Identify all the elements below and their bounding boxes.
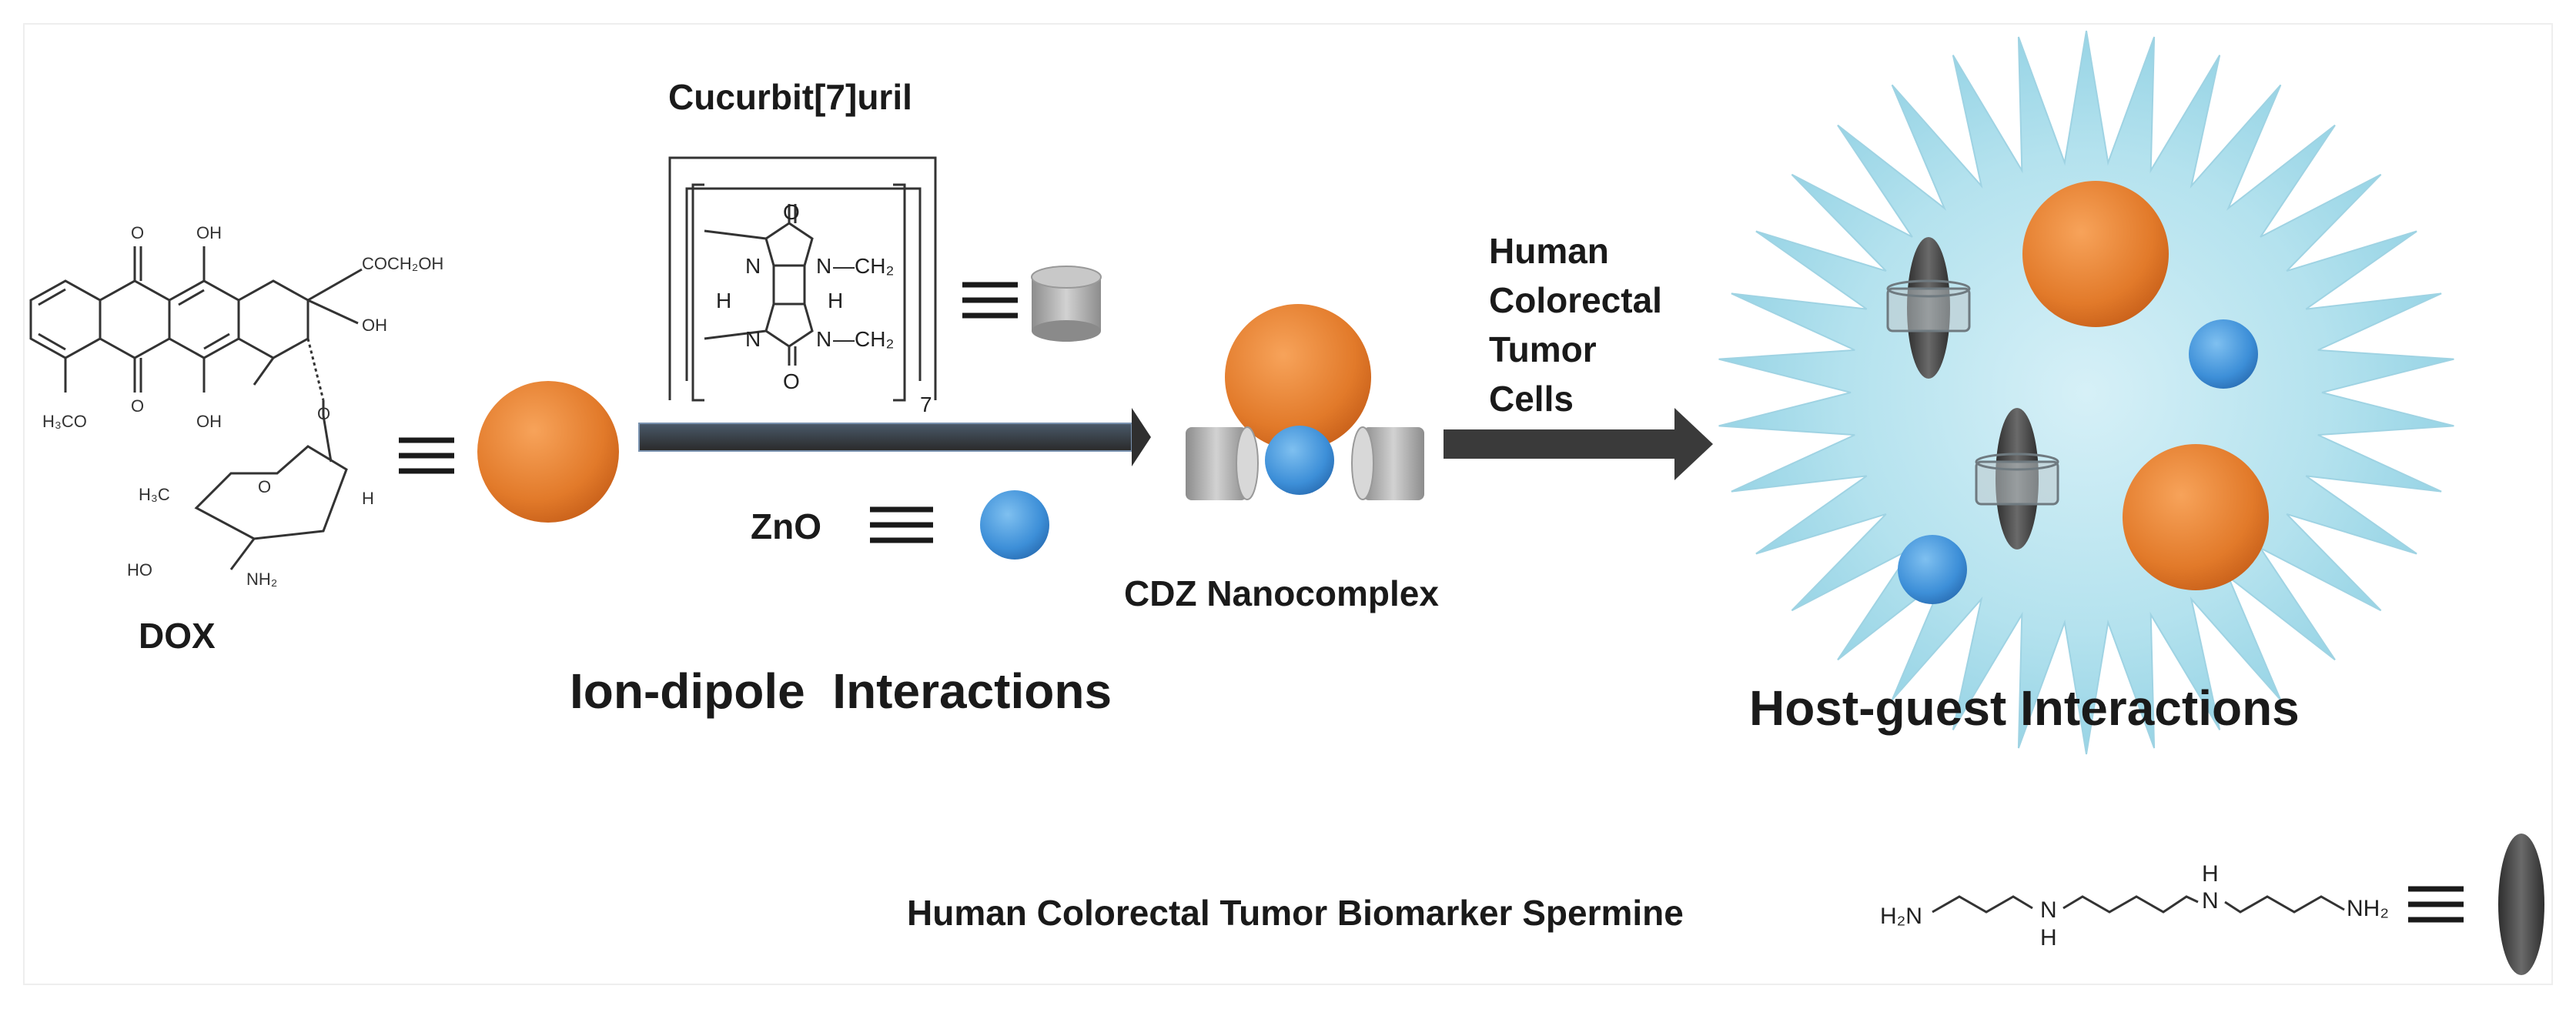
zno-sphere [980,490,1049,560]
cells-label-line-4: Cells [1489,379,1574,419]
cb7-cylinder-icon [1031,266,1102,342]
spermine-in-cb7 [1975,408,2059,550]
dox-oh-1: OH [196,223,222,242]
cells-label-line-3: Tumor [1489,329,1597,369]
spermine-h-top: H [2202,861,2219,887]
spermine-atom-labels: H₂N N H H N NH₂ [1880,861,2389,951]
arrow-icon [1444,408,1713,480]
dox-o-bottom: O [131,396,144,416]
dox-oh-2: OH [362,316,387,335]
dox-oh-3: OH [196,412,222,431]
spermine-n-top: N [2202,888,2219,914]
zno-label: ZnO [751,506,821,546]
dox-o-top: O [131,223,144,242]
cells-label-line-1: Human [1489,231,1609,271]
dox-cooh: COCH₂OH [362,254,443,273]
cb7-o-bottom: O [783,369,800,393]
dox-ho: HO [127,560,152,580]
equivalence-icon [962,282,1018,319]
cells-label-line-2: Colorectal [1489,280,1662,320]
tumor-cell [1718,30,2454,755]
spermine-h2n: H₂N [1880,904,1922,929]
spermine-nh2: NH₂ [2347,896,2389,921]
dox-o-sugar: O [258,477,271,496]
cb7-h1: H [716,289,731,312]
dox-label: DOX [139,616,216,656]
figure-frame [23,23,2553,985]
dox-h3co: H₃CO [42,412,87,431]
equivalence-icon [870,506,933,543]
spermine-n-bottom: N [2040,897,2057,923]
cb7-ch2-top: —CH₂ [833,254,894,278]
cb7-atom-labels: O N N —CH₂ H H N N —CH₂ O 7 [716,200,932,416]
cdz-nanocomplex [1186,304,1424,500]
dox-o-ring: O [317,404,330,423]
equivalence-icon [399,437,454,474]
host-guest-title: Host-guest Interactions [1749,680,2300,736]
cb7-structure [668,156,937,402]
dox-h3c: H₃C [139,485,170,504]
spermine-label: Human Colorectal Tumor Biomarker Spermin… [907,893,1684,933]
dox-nh2: NH₂ [246,570,277,589]
equivalence-icon [2408,886,2464,923]
spermine-structure [1932,895,2345,914]
spermine-in-cb7 [1886,237,1971,379]
cb7-o-top: O [783,200,800,224]
cb7-n2: N [816,254,831,278]
cb7-n1: N [745,254,761,278]
ion-dipole-title: Ion-dipole Interactions [570,663,1112,719]
cucurbituril-label: Cucurbit[7]uril [668,77,912,117]
cb7-n3: N [745,327,761,351]
dox-sphere [477,381,619,523]
cell-contents [1886,181,2269,604]
dox-structure [29,246,363,570]
cb7-h2: H [828,289,843,312]
cb7-n4: N [816,327,831,351]
dox-h: H [362,489,374,508]
spermine-h-bottom: H [2040,925,2057,951]
spermine-icon [2498,834,2544,975]
cb7-ch2-bottom: —CH₂ [833,327,894,351]
cdz-label: CDZ Nanocomplex [1124,573,1439,613]
cb7-subscript: 7 [920,393,932,416]
arrow-icon [638,408,1151,466]
dox-atom-labels: O OH COCH₂OH OH H₃CO O OH O H₃C O H HO N… [42,223,443,589]
